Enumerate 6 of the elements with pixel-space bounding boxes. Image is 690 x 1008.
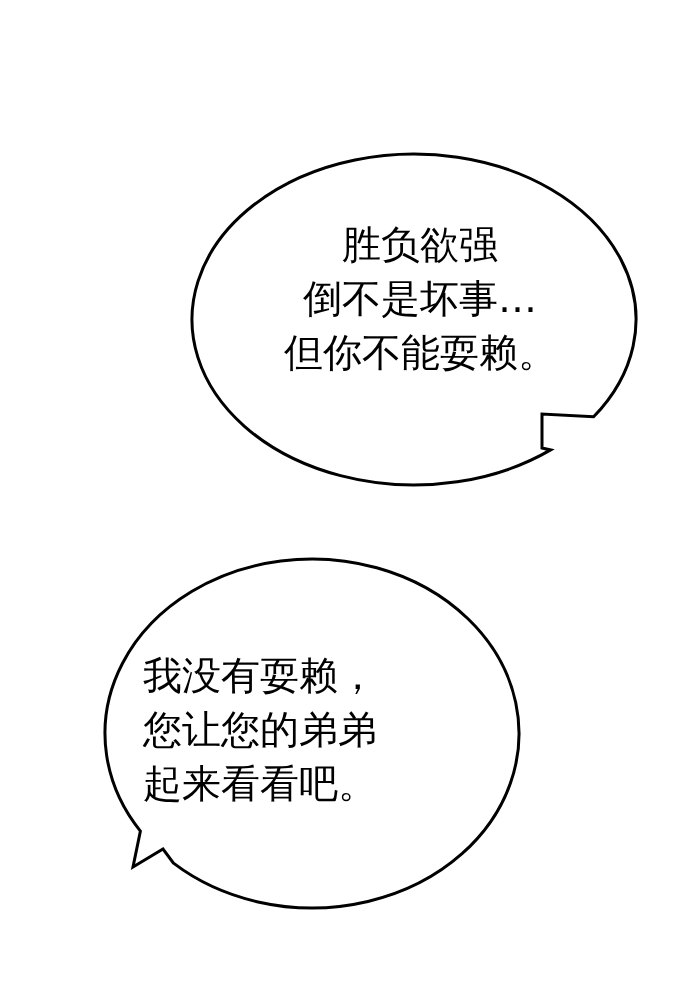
dialogue-text: 胜负欲强 (342, 221, 498, 269)
dialogue-text: 我没有耍赖， (143, 652, 377, 700)
dialogue-text: 但你不能耍赖。 (283, 329, 557, 377)
dialogue-text: 起来看看吧。 (143, 760, 377, 808)
dialogue-text: 倒不是坏事… (303, 275, 537, 323)
dialogue-text: 您让您的弟弟 (143, 706, 377, 754)
